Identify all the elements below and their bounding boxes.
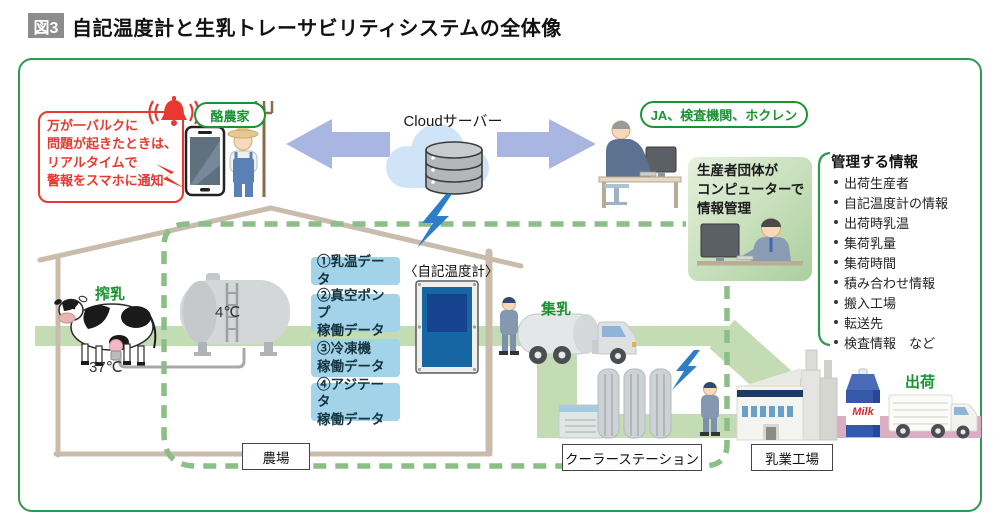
list-item-label: 出荷生産者: [844, 175, 910, 191]
managed-info-header: 管理する情報: [831, 155, 918, 171]
list-item: 検査情報 など: [834, 332, 984, 352]
milk-carton-text: Milk: [852, 406, 874, 418]
list-item: 集荷乳量: [834, 232, 984, 252]
figure-number-badge: 図3: [28, 13, 64, 38]
list-item: 集荷時間: [834, 252, 984, 272]
bullet-icon: [834, 300, 838, 304]
data-box-milk-temp: ①乳温データ: [311, 254, 400, 287]
bullet-icon: [834, 340, 838, 344]
list-item: 転送先: [834, 312, 984, 332]
bullet-icon: [834, 200, 838, 204]
list-item-label: 自記温度計の情報: [844, 195, 949, 211]
data-box-freezer: ③冷凍機 稼働データ: [311, 339, 400, 377]
collection-label: 集乳: [541, 301, 572, 318]
managed-info-list: 出荷生産者 自記温度計の情報 出荷時乳温 集荷乳量 集荷時間 積み合わせ情報 搬…: [834, 172, 984, 352]
bullet-icon: [834, 220, 838, 224]
cooler-station-label: クーラーステーション: [562, 444, 702, 471]
list-item-label: 集荷時間: [844, 255, 897, 271]
list-item-label: 検査情報 など: [844, 335, 936, 351]
page-title: 自記温度計と生乳トレーサビリティシステムの全体像: [72, 18, 562, 40]
list-item: 出荷生産者: [834, 172, 984, 192]
bullet-icon: [834, 180, 838, 184]
cow-temp-label: 37℃: [89, 359, 123, 376]
bullet-icon: [834, 320, 838, 324]
tank-temp-label: 4℃: [215, 304, 241, 321]
list-item-label: 積み合わせ情報: [844, 275, 936, 291]
list-item-label: 出荷時乳温: [844, 215, 910, 231]
alert-callout-text: 万が一バルクに 問題が起きたときは、 リアルタイムで 警報をスマホに通知: [47, 118, 178, 189]
list-item: 自記温度計の情報: [834, 192, 984, 212]
ja-org-label: JA、検査機関、ホクレン: [640, 101, 808, 128]
data-box-agitator: ④アジテータ 稼働データ: [311, 377, 400, 427]
cloud-server-label: Cloudサーバー: [403, 113, 503, 130]
list-item: 積み合わせ情報: [834, 272, 984, 292]
data-box-vacuum-pump: ②真空ポンプ 稼働データ: [311, 288, 400, 338]
bullet-icon: [834, 240, 838, 244]
list-item: 搬入工場: [834, 292, 984, 312]
farmer-label: 酪農家: [194, 102, 266, 128]
shipping-label: 出荷: [905, 374, 936, 391]
thermometer-label: 〈自記温度計〉: [404, 264, 499, 279]
dairy-factory-label: 乳業工場: [751, 444, 833, 471]
list-item-label: 搬入工場: [844, 295, 897, 311]
list-item-label: 転送先: [844, 315, 884, 331]
list-item: 出荷時乳温: [834, 212, 984, 232]
producer-box-text: 生産者団体が コンピューターで 情報管理: [697, 163, 805, 216]
farm-label: 農場: [242, 443, 310, 470]
bullet-icon: [834, 260, 838, 264]
list-item-label: 集荷乳量: [844, 235, 897, 251]
bullet-icon: [834, 280, 838, 284]
milking-label: 搾乳: [95, 286, 126, 303]
